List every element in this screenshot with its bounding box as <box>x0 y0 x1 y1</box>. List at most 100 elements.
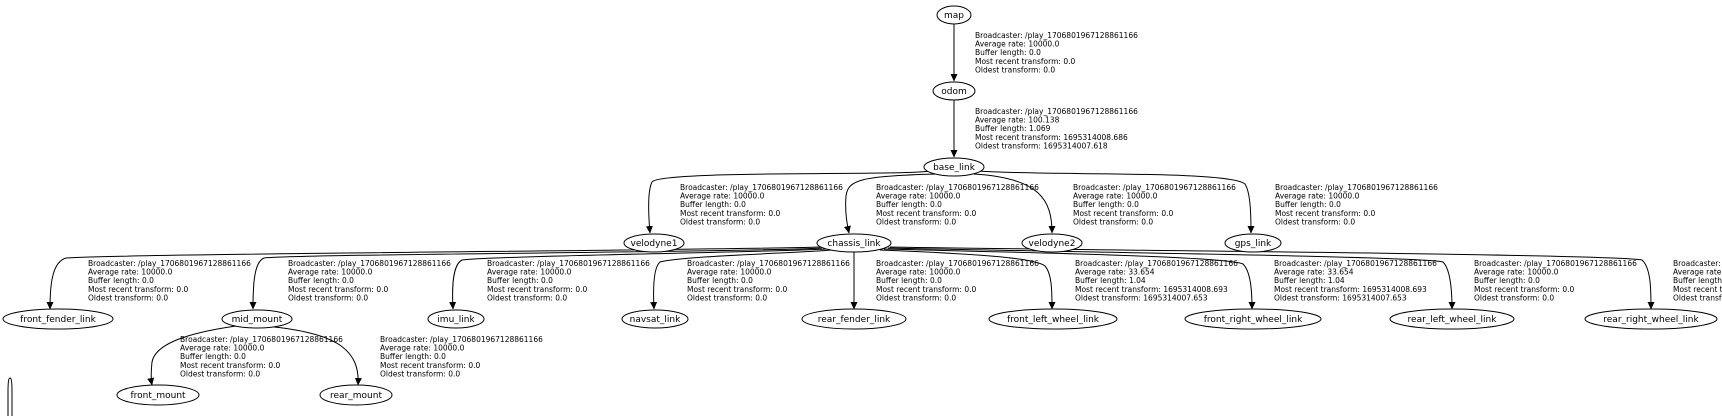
edge-label-line: Average rate: 10000.0 <box>876 192 961 201</box>
edge-label-line: Average rate: 100.138 <box>975 116 1060 125</box>
edge-label-line: Most recent transform: 0.0 <box>88 285 188 294</box>
node-label: odom <box>941 87 967 97</box>
node-shape <box>1584 308 1718 330</box>
edge-label-line: Buffer length: 0.0 <box>680 200 746 209</box>
node-base-link[interactable]: base_link <box>923 157 985 177</box>
node-map[interactable]: map <box>936 5 972 25</box>
edge-label-line: Oldest transform: 1695314007.653 <box>1075 293 1208 302</box>
edge-label-line: Broadcaster: /play_1706801967128861166 <box>975 31 1138 40</box>
node-label: imu_link <box>437 315 475 325</box>
edge-label-line: Most recent transform: 1695314008.693 <box>1673 285 1722 294</box>
node-label: front_right_wheel_link <box>1204 315 1303 325</box>
edge-label-line: Oldest transform: 1695314007.653 <box>1673 293 1722 302</box>
edge-label-line: Average rate: 10000.0 <box>1275 192 1360 201</box>
edge-label-line: Most recent transform: 0.0 <box>1474 285 1574 294</box>
edge-label-line: Broadcaster: /play_1706801967128861166 <box>1075 259 1238 268</box>
edge-label-line: Buffer length: 1.04 <box>1075 276 1146 285</box>
node-front-right-wheel-link[interactable]: front_right_wheel_link <box>1184 308 1322 330</box>
edge-base-link-to-chassis-link <box>844 173 937 234</box>
node-shape <box>801 308 907 330</box>
edge-label-line: Most recent transform: 0.0 <box>975 57 1075 66</box>
node-rear-fender-link[interactable]: rear_fender_link <box>801 308 907 330</box>
node-velodyne1[interactable]: velodyne1 <box>623 233 685 253</box>
edge-label-line: Average rate: 10000.0 <box>487 268 572 277</box>
edge-base-link-to-velodyne2 <box>973 173 1056 234</box>
node-label: mid_mount <box>232 315 283 325</box>
node-gps-link[interactable]: gps_link <box>1224 233 1282 253</box>
edge-label-line: Most recent transform: 0.0 <box>180 361 280 370</box>
edge-label-line: Buffer length: 0.0 <box>487 276 553 285</box>
edge-label-line: Buffer length: 1.069 <box>975 124 1051 133</box>
node-rear-right-wheel-link[interactable]: rear_right_wheel_link <box>1584 308 1718 330</box>
edge-label-line: Most recent transform: 1695314008.686 <box>975 133 1128 142</box>
edge-label-line: Broadcaster: /play_1706801967128861166 <box>876 183 1039 192</box>
node-label: velodyne2 <box>1029 239 1076 249</box>
node-shape <box>988 308 1118 330</box>
node-label: map <box>944 11 964 21</box>
node-label: front_mount <box>130 391 186 401</box>
node-front-mount[interactable]: front_mount <box>116 384 200 406</box>
edge-label-line: Average rate: 10000.0 <box>687 268 772 277</box>
node-shape <box>1021 233 1083 253</box>
edge-label-line: Average rate: 10000.0 <box>876 268 961 277</box>
edge-label-line: Most recent transform: 0.0 <box>876 285 976 294</box>
node-label: rear_fender_link <box>818 315 891 325</box>
edge-label-line: Buffer length: 0.0 <box>876 200 942 209</box>
edge-label-line: Buffer length: 0.0 <box>687 276 753 285</box>
edge-label-line: Most recent transform: 0.0 <box>1275 209 1375 218</box>
edge-label-line: Average rate: 10000.0 <box>380 344 465 353</box>
node-rear-mount[interactable]: rear_mount <box>319 384 393 406</box>
node-shape <box>936 5 972 25</box>
edge-chassis-link-to-mid-mount <box>249 247 823 310</box>
node-front-left-wheel-link[interactable]: front_left_wheel_link <box>988 308 1118 330</box>
edge-label-line: Broadcaster: /play_1706801967128861166 <box>1274 259 1437 268</box>
node-shape <box>623 233 685 253</box>
edge-label-line: Oldest transform: 0.0 <box>288 293 368 302</box>
edge-label-line: Broadcaster: /play_1706801967128861166 <box>680 183 843 192</box>
edge-label-line: Buffer length: 0.0 <box>180 352 246 361</box>
edge-label-line: Average rate: 10000.0 <box>1474 268 1559 277</box>
node-odom[interactable]: odom <box>932 81 976 101</box>
edge-chassis-link-to-front-left-wheel-link <box>879 249 1056 310</box>
edge-label-line: Average rate: 33.654 <box>1274 268 1354 277</box>
edge-label-line: Average rate: 10000.0 <box>680 192 765 201</box>
node-mid-mount[interactable]: mid_mount <box>221 309 293 329</box>
node-shape <box>1184 308 1322 330</box>
edge-label-line: Buffer length: 1.04 <box>1274 276 1345 285</box>
edge-label-line: Average rate: 10000.0 <box>1073 192 1158 201</box>
edge-label-line: Most recent transform: 0.0 <box>1073 209 1173 218</box>
node-chassis-link[interactable]: chassis_link <box>816 233 892 253</box>
edge-label-line: Buffer length: 1.04 <box>1673 276 1722 285</box>
edge-label-rear-right-wheel-link: Broadcaster: /play_1706801967128861166Av… <box>1673 259 1722 302</box>
edge-label-line: Oldest transform: 0.0 <box>1073 217 1153 226</box>
edge-label-line: Oldest transform: 0.0 <box>687 293 767 302</box>
node-label: front_fender_link <box>20 315 96 325</box>
edge-label-line: Average rate: 10000.0 <box>288 268 373 277</box>
edge-chassis-link-to-imu-link <box>449 248 827 310</box>
node-front-fender-link[interactable]: front_fender_link <box>2 308 114 330</box>
node-label: velodyne1 <box>631 239 678 249</box>
edge-label-line: Oldest transform: 0.0 <box>1474 293 1554 302</box>
node-shape <box>1389 308 1515 330</box>
edge-label-line: Buffer length: 0.0 <box>876 276 942 285</box>
node-shape <box>116 384 200 406</box>
node-rear-left-wheel-link[interactable]: rear_left_wheel_link <box>1389 308 1515 330</box>
node-label: gps_link <box>1235 239 1272 249</box>
node-imu-link[interactable]: imu_link <box>427 309 485 329</box>
edge-label-line: Broadcaster: /play_1706801967128861166 <box>1275 183 1438 192</box>
node-navsat-link[interactable]: navsat_link <box>621 309 689 329</box>
edge-chassis-link-to-front-right-wheel-link <box>883 248 1256 310</box>
node-velodyne2[interactable]: velodyne2 <box>1021 233 1083 253</box>
edge-label-line: Broadcaster: /play_1706801967128861166 <box>1073 183 1236 192</box>
